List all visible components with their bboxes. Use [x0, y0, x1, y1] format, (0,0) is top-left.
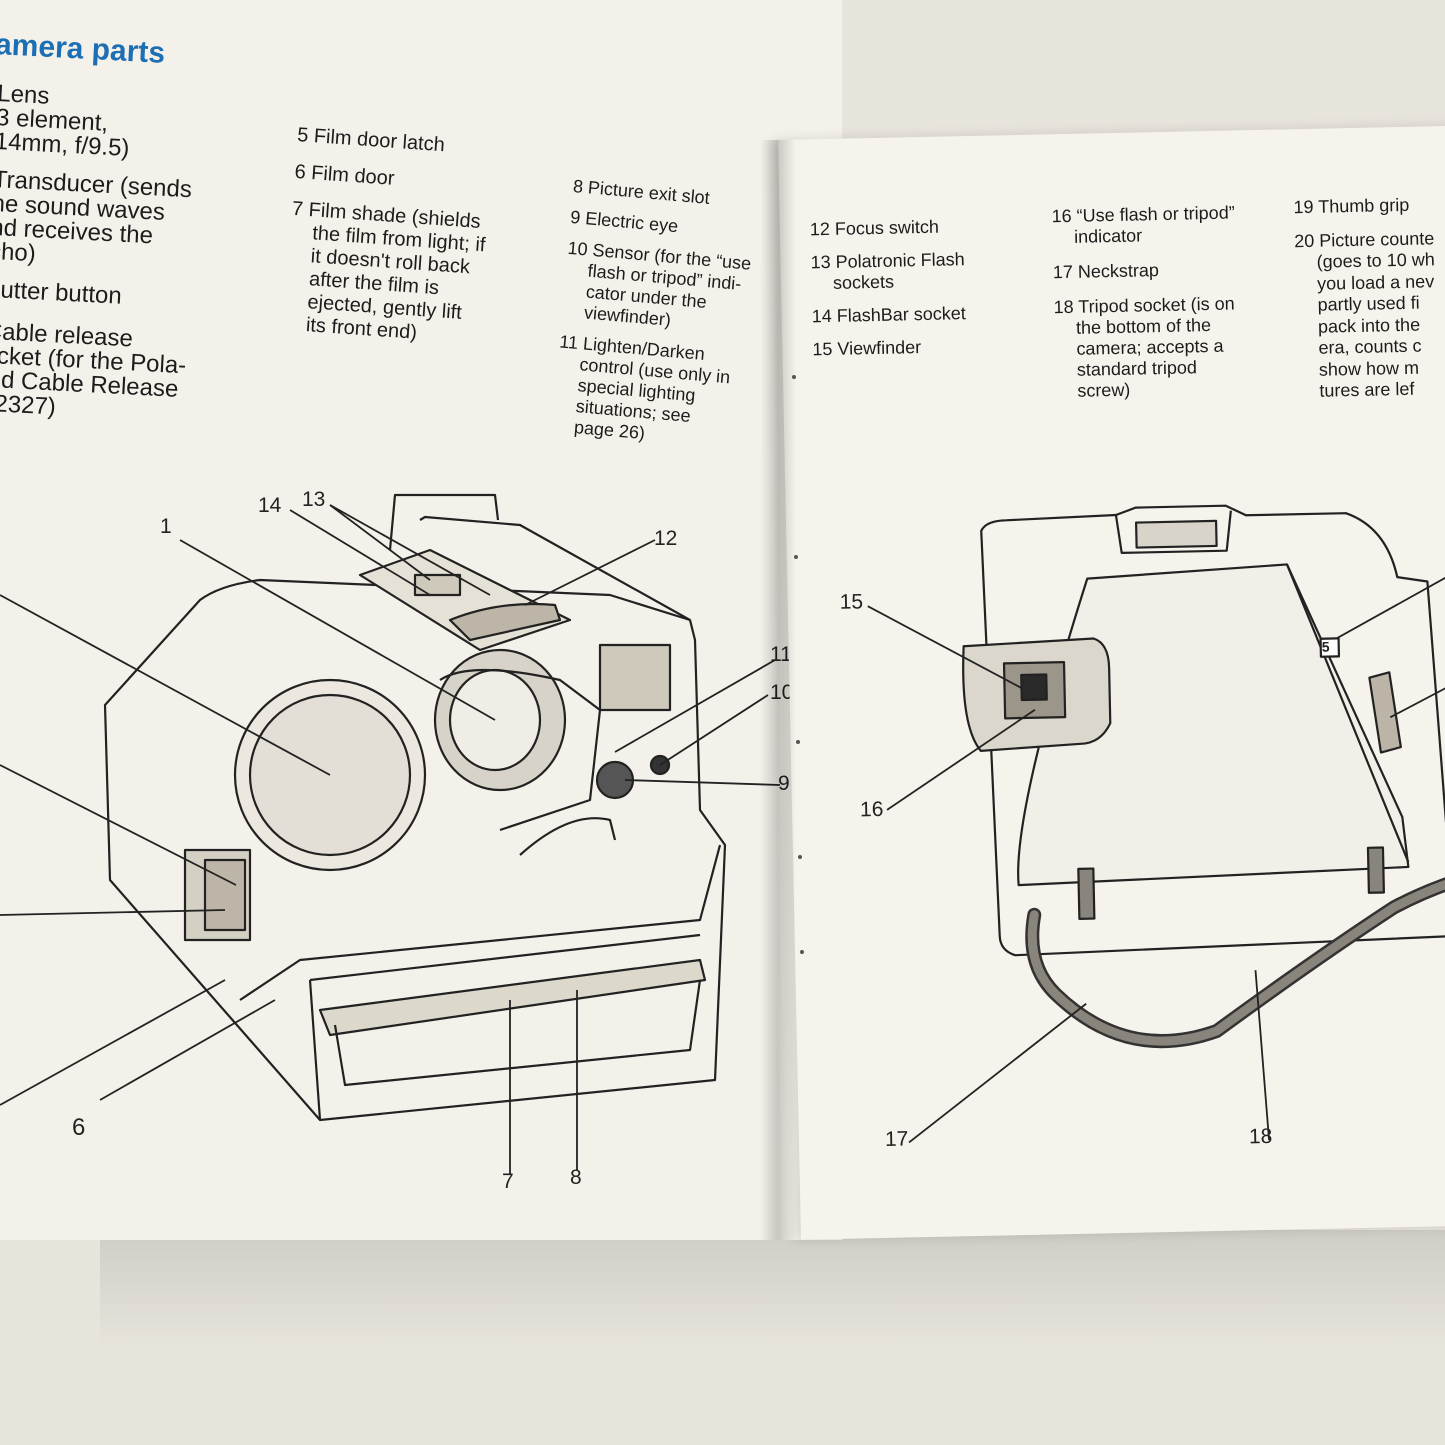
book-gutter: [760, 140, 796, 1240]
parts-list-column-6: 19 Thumb grip 20 Picture counte (goes to…: [1293, 194, 1437, 402]
callout-8: 8: [570, 1166, 582, 1189]
callout-18: 18: [1248, 1124, 1273, 1149]
parts-list-column-2: 5 Film door latch 6 Film door 7 Film sha…: [283, 124, 493, 349]
page-title: amera parts: [0, 28, 166, 70]
list-item: pack into the: [1317, 314, 1421, 337]
list-item: 8 Picture exit slot: [572, 176, 711, 208]
picture-counter-digit: 5: [1321, 638, 1330, 655]
table-shadow: [100, 1230, 1445, 1350]
callout-9: 9: [778, 772, 790, 796]
list-item: you load a nev: [1316, 270, 1435, 294]
list-item: 16 “Use flash or tripod”: [1051, 202, 1235, 227]
list-item: 17 Neckstrap: [1052, 260, 1160, 283]
right-page: 12 Focus switch 13 Polatronic Flash sock…: [778, 125, 1445, 1240]
callout-13: 13: [302, 488, 326, 511]
parts-list-column-5: 16 “Use flash or tripod” indicator 17 Ne…: [1051, 202, 1238, 402]
list-item: show how m: [1318, 357, 1420, 380]
list-item: camera; accepts a: [1076, 335, 1224, 359]
list-item: screw): [1077, 379, 1131, 401]
list-item: era, counts c: [1318, 335, 1422, 358]
callout-16: 16: [859, 797, 884, 822]
camera-back-illustration: [867, 504, 1445, 1144]
list-item: indicator: [1073, 225, 1143, 247]
callout-6: 6: [72, 1114, 86, 1141]
left-page: amera parts Lens 3 element, 14mm, f/9.5)…: [0, 0, 842, 1240]
binding-stitch: [792, 375, 796, 379]
list-item: sockets: [832, 271, 895, 293]
callout-10: 10: [770, 681, 793, 705]
list-item: (goes to 10 wh: [1316, 249, 1435, 272]
callout-14: 14: [258, 494, 282, 517]
camera-front-illustration: [0, 493, 781, 1175]
list-item: hutter button: [0, 275, 123, 310]
callout-12: 12: [654, 527, 678, 550]
parts-list-column-3: 8 Picture exit slot 9 Electric eye 10 Se…: [551, 176, 757, 452]
parts-list-column-4: 12 Focus switch 13 Polatronic Flash sock…: [810, 216, 967, 360]
list-item: 13 Polatronic Flash: [810, 249, 965, 273]
binding-stitch: [794, 555, 798, 559]
callout-1: 1: [160, 515, 172, 538]
callout-15: 15: [839, 590, 864, 614]
list-item: 12 Focus switch: [809, 216, 940, 240]
list-item: 14 FlashBar socket: [811, 303, 966, 327]
list-item: tures are lef: [1319, 378, 1415, 401]
callout-11: 11: [770, 643, 792, 667]
list-item: 19 Thumb grip: [1293, 194, 1410, 218]
list-item: 9 Electric eye: [569, 206, 679, 237]
list-item: 6 Film door: [293, 160, 396, 190]
list-item: 20 Picture counte: [1294, 227, 1435, 251]
callout-17: 17: [884, 1127, 909, 1151]
binding-stitch: [800, 950, 804, 954]
parts-list-column-1: Lens 3 element, 14mm, f/9.5) Transducer …: [0, 80, 200, 426]
list-item: 5 Film door latch: [296, 124, 446, 157]
binding-stitch: [798, 855, 802, 859]
callout-7: 7: [502, 1170, 514, 1193]
list-item: partly used fi: [1317, 292, 1420, 315]
binding-stitch: [796, 740, 800, 744]
list-item: 15 Viewfinder: [812, 337, 922, 360]
